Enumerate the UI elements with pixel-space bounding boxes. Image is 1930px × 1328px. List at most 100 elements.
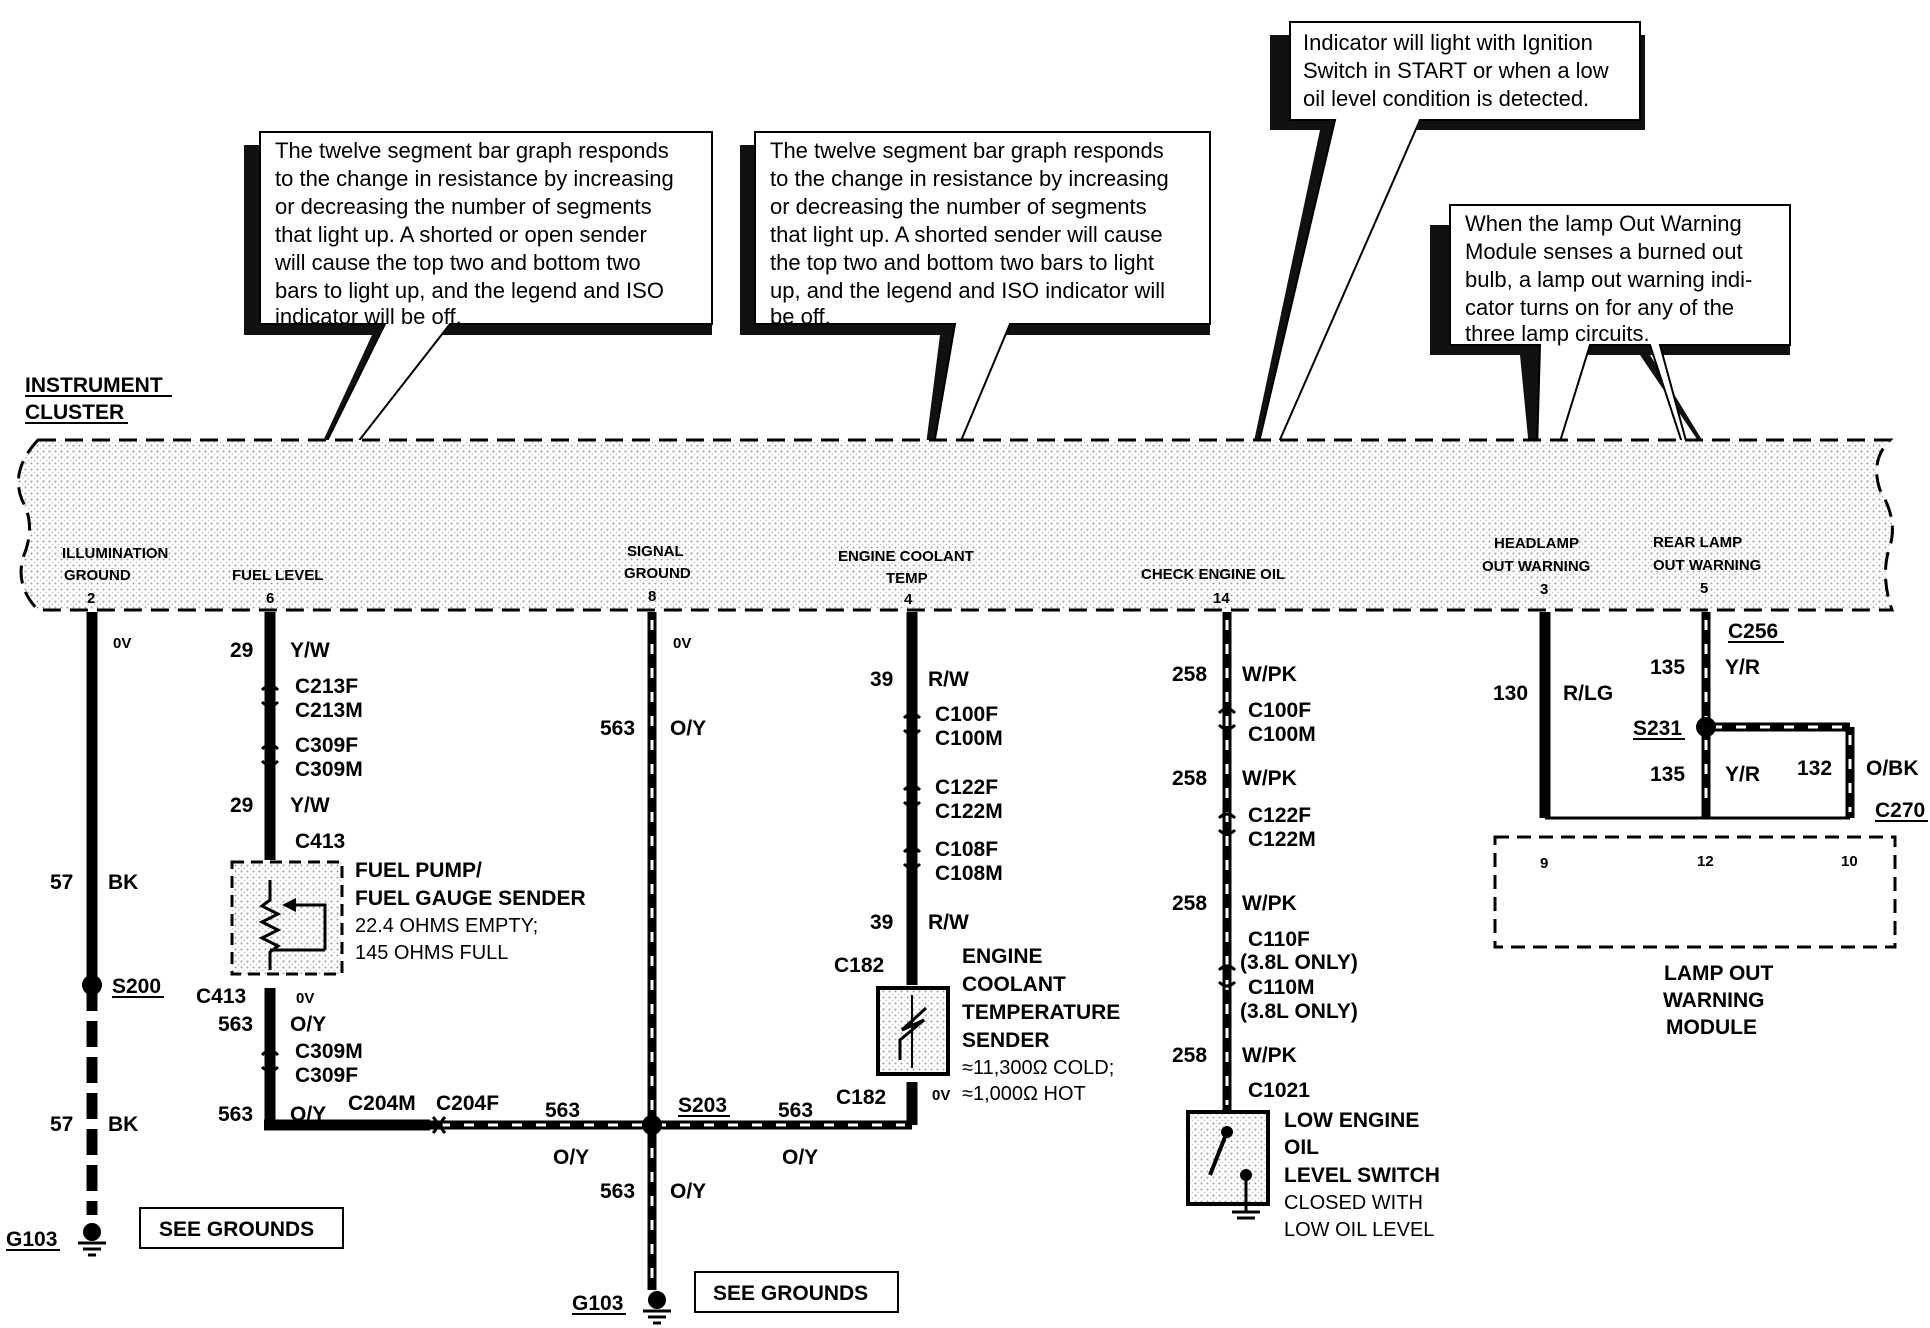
connector-label: C1021	[1248, 1079, 1310, 1102]
switch-name: OIL	[1284, 1136, 1319, 1159]
coolant-note-text: The twelve segment bar graph responds to…	[770, 138, 1175, 329]
connector-label: C182	[834, 954, 884, 977]
splice-s200-dot	[82, 975, 102, 995]
connector-label: C204F	[436, 1092, 499, 1115]
wire-color: Y/R	[1725, 656, 1760, 679]
connector-label: C100F	[935, 703, 998, 726]
wire-color: W/PK	[1242, 663, 1297, 686]
connector-label: C122M	[1248, 828, 1316, 851]
ground-icon	[83, 1223, 101, 1241]
connector-label: C309F	[295, 1064, 358, 1087]
connector-label: C413	[196, 985, 246, 1008]
connector-label: C100M	[1248, 723, 1316, 746]
circuit-number: 57	[50, 871, 73, 894]
sender-name: ENGINE	[962, 945, 1043, 968]
sender-spec: 22.4 OHMS EMPTY;	[355, 915, 538, 937]
pin-number: 6	[266, 590, 274, 607]
circuit-number: 258	[1172, 892, 1207, 915]
voltage-label: 0V	[113, 635, 131, 652]
pin-label: FUEL LEVEL	[232, 567, 323, 584]
wire-color: W/PK	[1242, 767, 1297, 790]
engine-coolant-circuit: 39 R/W C100F C100M C122F C122M C108F C10…	[834, 612, 1120, 1125]
module-pin: 12	[1697, 853, 1714, 870]
connector-label: C213M	[295, 699, 363, 722]
circuit-number: 563	[218, 1013, 253, 1036]
circuit-number: 29	[230, 794, 253, 817]
connector-label: C100M	[935, 727, 1003, 750]
oil-note-line: oil level condition is detected.	[1303, 86, 1589, 111]
pin-label: GROUND	[64, 567, 131, 584]
cluster-title: INSTRUMENT	[25, 374, 163, 397]
wire-color: W/PK	[1242, 892, 1297, 915]
circuit-number: 39	[870, 911, 893, 934]
wire-color: O/Y	[670, 1180, 706, 1203]
fuel-callout: The twelve segment bar graph responds to…	[244, 131, 713, 560]
lamp-note-line: three lamp circuits.	[1465, 321, 1650, 346]
module-name: WARNING	[1663, 989, 1765, 1012]
pin-label: ENGINE COOLANT	[838, 548, 974, 565]
check-engine-oil-circuit: 258 W/PK C100F C100M 258 W/PK C122F C122…	[1172, 612, 1440, 1241]
oil-note-line: Switch in START or when a low	[1303, 58, 1609, 83]
voltage-label: 0V	[673, 635, 691, 652]
connector-symbols	[260, 684, 1237, 1135]
connector-label: C182	[836, 1086, 886, 1109]
wire-color: R/W	[928, 668, 969, 691]
coolant-note-line: up, and the legend and ISO indicator wil…	[770, 278, 1165, 303]
pin-number: 3	[1540, 581, 1548, 598]
wire-color: W/PK	[1242, 1044, 1297, 1067]
oil-level-switch-icon	[1186, 1110, 1270, 1206]
lamp-note-line: cator turns on for any of the	[1465, 295, 1734, 320]
fuel-note-line: or decreasing the number of segments	[275, 194, 652, 219]
wire-color: Y/R	[1725, 763, 1760, 786]
pin-number: 14	[1213, 590, 1230, 607]
voltage-label: 0V	[932, 1087, 950, 1104]
lamp-out-module-box	[1493, 835, 1897, 949]
pin-number: 2	[87, 590, 95, 607]
coolant-note-line: that light up. A shorted sender will cau…	[770, 222, 1163, 247]
cluster-pin-labels: ILLUMINATION GROUND 2 FUEL LEVEL 6 SIGNA…	[62, 534, 1761, 608]
module-pin: 10	[1841, 853, 1858, 870]
module-name: MODULE	[1666, 1016, 1757, 1039]
coolant-note-line: or decreasing the number of segments	[770, 194, 1147, 219]
oil-note-text: Indicator will light with Ignition Switc…	[1303, 30, 1615, 111]
lamp-out-circuits: 130 R/LG C256 135 Y/R S231 135 Y/R 132 O…	[1493, 612, 1928, 1039]
wire-color: R/W	[928, 911, 969, 934]
circuit-number: 563	[600, 1180, 635, 1203]
circuit-number: 258	[1172, 1044, 1207, 1067]
see-grounds-box	[694, 1271, 899, 1313]
connector-label: C309M	[295, 1040, 363, 1063]
circuit-number: 563	[545, 1099, 580, 1122]
sender-name: SENDER	[962, 1029, 1050, 1052]
wire-color: O/Y	[670, 717, 706, 740]
wire-color: O/BK	[1866, 757, 1919, 780]
connector-label: C204M	[348, 1092, 416, 1115]
sender-name: COOLANT	[962, 973, 1066, 996]
circuit-number: 563	[600, 717, 635, 740]
sender-name: TEMPERATURE	[962, 1001, 1120, 1024]
fuel-note-line: that light up. A shorted or open sender	[275, 222, 647, 247]
circuit-number: 29	[230, 639, 253, 662]
circuit-number: 258	[1172, 663, 1207, 686]
lamp-note-line: Module senses a burned out	[1465, 239, 1743, 264]
connector-label: C413	[295, 830, 345, 853]
see-grounds-label: SEE GROUNDS	[159, 1218, 314, 1241]
wire-color: Y/W	[290, 794, 330, 817]
circuit-number: 258	[1172, 767, 1207, 790]
connector-label: C122F	[935, 776, 998, 799]
pin-number: 4	[904, 591, 913, 608]
circuit-number: 135	[1650, 656, 1685, 679]
lamp-note-line: When the lamp Out Warning	[1465, 211, 1742, 236]
illumination-ground-circuit: 0V 57 BK S200 57 BK G103 SEE GROUNDS	[6, 612, 344, 1257]
pin-label: GROUND	[624, 565, 691, 582]
sender-spec: ≈11,300Ω COLD;	[962, 1057, 1114, 1079]
pin-number: 8	[648, 588, 656, 605]
connector-label: C256	[1728, 620, 1778, 643]
signal-ground-circuit: 0V 563 O/Y 563 O/Y S203 563 O/Y 563 O/Y …	[430, 612, 912, 1325]
oil-note-line: Indicator will light with Ignition	[1303, 30, 1593, 55]
splice-label: S200	[112, 975, 161, 998]
sender-spec: 145 OHMS FULL	[355, 942, 508, 964]
connector-label: C122F	[1248, 804, 1311, 827]
module-name: LAMP OUT	[1664, 962, 1773, 985]
ground-label: G103	[572, 1292, 623, 1315]
